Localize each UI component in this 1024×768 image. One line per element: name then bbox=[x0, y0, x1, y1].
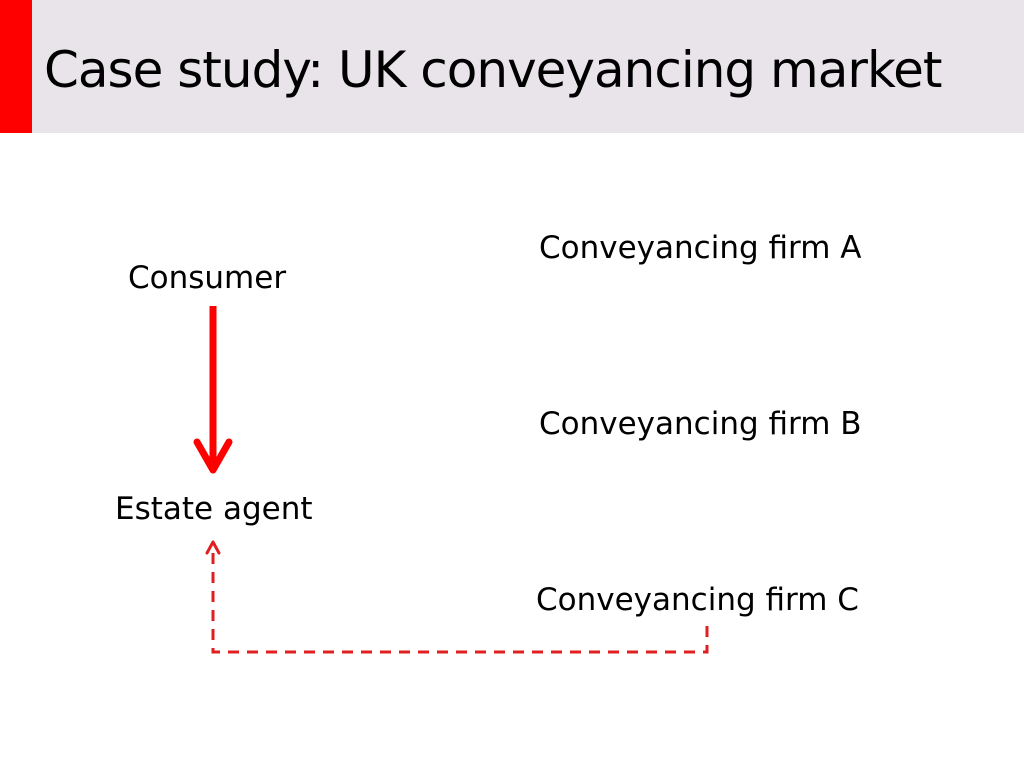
title-accent-strip bbox=[0, 0, 32, 133]
estate-agent-node: Estate agent bbox=[115, 491, 313, 527]
title-bar: Case study: UK conveyancing market bbox=[0, 0, 1024, 133]
consumer-node: Consumer bbox=[128, 260, 287, 296]
slide-title: Case study: UK conveyancing market bbox=[44, 41, 942, 99]
conveyancing-firm-c-node: Conveyancing firm C bbox=[536, 582, 859, 618]
firm-c-to-estate-agent-arrowhead bbox=[205, 540, 221, 555]
consumer-to-estate-agent-arrowhead bbox=[193, 438, 233, 474]
firm-c-to-estate-agent-dashed-line bbox=[211, 542, 709, 654]
conveyancing-firm-a-node: Conveyancing firm A bbox=[539, 230, 862, 266]
conveyancing-firm-b-node: Conveyancing firm B bbox=[539, 406, 862, 442]
